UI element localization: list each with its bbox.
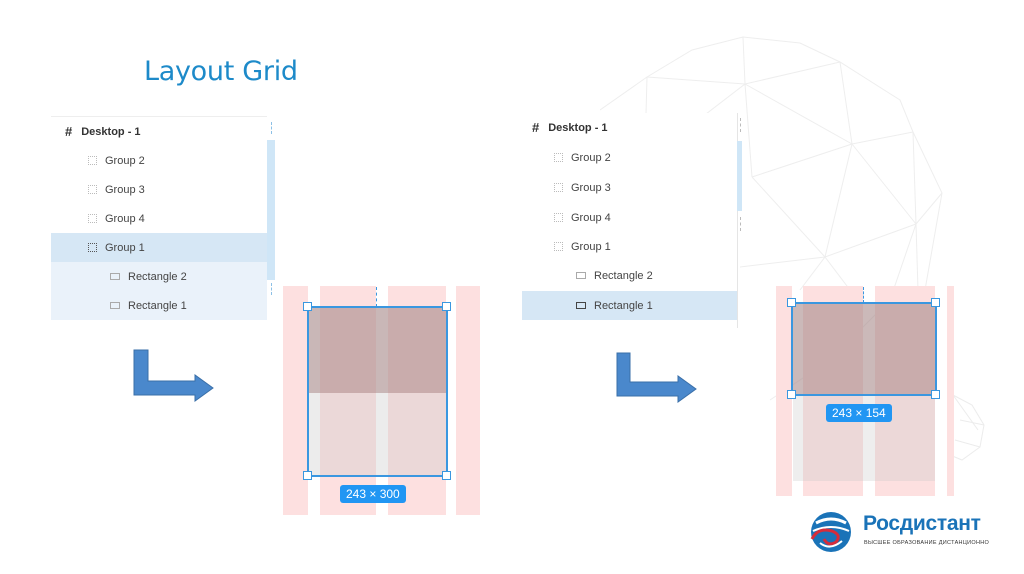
dimension-badge: 243 × 154 <box>826 404 892 422</box>
layer-row[interactable]: Group 3 <box>522 173 737 202</box>
group-icon <box>88 156 97 165</box>
selection-box[interactable] <box>791 302 937 396</box>
resize-handle[interactable] <box>442 302 451 311</box>
layer-row[interactable]: Group 4 <box>522 203 737 232</box>
group-icon <box>554 242 563 251</box>
layer-label: Group 3 <box>105 183 145 196</box>
rectangle-icon <box>576 302 586 309</box>
rectangle-1 <box>793 304 935 394</box>
layer-label: Group 2 <box>105 154 145 167</box>
panel-divider <box>737 113 738 328</box>
layer-row[interactable]: Group 2 <box>522 143 737 172</box>
group-icon <box>554 183 563 192</box>
rectangle-2 <box>309 308 446 393</box>
layer-row[interactable]: Rectangle 1 <box>51 291 267 320</box>
layout-grid-right <box>776 286 954 496</box>
frame-hash-icon: # <box>532 120 540 135</box>
grid-center-guide <box>863 287 864 303</box>
group-icon <box>554 153 563 162</box>
logo-globe-icon <box>810 512 851 552</box>
logo-name: Росдистант <box>863 512 981 535</box>
resize-handle[interactable] <box>787 298 796 307</box>
layer-row[interactable]: # Desktop - 1 <box>51 117 267 146</box>
resize-handle[interactable] <box>931 390 940 399</box>
grid-column <box>947 286 954 496</box>
layer-row[interactable]: Group 1 <box>522 232 737 261</box>
resize-handle[interactable] <box>303 471 312 480</box>
resize-handle[interactable] <box>787 390 796 399</box>
frame-hash-icon: # <box>65 124 73 139</box>
layer-row[interactable]: # Desktop - 1 <box>522 113 737 142</box>
group-icon <box>554 213 563 222</box>
layer-row[interactable]: Rectangle 2 <box>51 262 267 291</box>
scroll-marker <box>740 118 741 132</box>
grid-column <box>803 286 863 496</box>
layer-row[interactable]: Group 4 <box>51 204 267 233</box>
layer-label: Rectangle 1 <box>128 299 187 312</box>
layer-label: Group 1 <box>571 240 611 253</box>
layer-label: Desktop - 1 <box>81 125 141 138</box>
slide-title: Layout Grid <box>144 56 298 87</box>
resize-handle[interactable] <box>303 302 312 311</box>
layer-label: Group 4 <box>105 212 145 225</box>
layer-row-selected[interactable]: Group 1 <box>51 233 267 262</box>
scroll-marker <box>271 122 272 134</box>
layer-row[interactable]: Rectangle 2 <box>522 261 737 290</box>
grid-column <box>456 286 480 515</box>
rectangle-icon <box>110 302 120 309</box>
layer-label: Group 3 <box>571 181 611 194</box>
group-icon <box>88 243 97 252</box>
scrollbar-right[interactable] <box>737 141 742 211</box>
layer-label: Group 4 <box>571 211 611 224</box>
layer-row-selected[interactable]: Rectangle 1 <box>522 291 737 320</box>
arrow-icon <box>616 352 697 403</box>
layer-label: Desktop - 1 <box>548 121 608 134</box>
scrollbar-left[interactable] <box>267 140 275 280</box>
rectangle-icon <box>576 272 586 279</box>
grid-column <box>875 286 935 496</box>
selection-box[interactable] <box>307 306 448 477</box>
layer-row[interactable]: Group 2 <box>51 146 267 175</box>
group-frame <box>309 308 446 475</box>
layer-row[interactable]: Group 3 <box>51 175 267 204</box>
scroll-marker <box>271 283 272 295</box>
dimension-badge: 243 × 300 <box>340 485 406 503</box>
group-icon <box>88 214 97 223</box>
layers-panel-right: # Desktop - 1 Group 2 Group 3 Group 4 Gr… <box>522 113 737 321</box>
layer-label: Group 1 <box>105 241 145 254</box>
group-icon <box>88 185 97 194</box>
layer-label: Rectangle 1 <box>594 299 653 312</box>
resize-handle[interactable] <box>931 298 940 307</box>
layer-label: Group 2 <box>571 151 611 164</box>
rosdistant-logo: Росдистант ВЫСШЕЕ ОБРАЗОВАНИЕ ДИСТАНЦИОН… <box>808 507 998 557</box>
group-frame <box>793 304 935 481</box>
grid-column <box>776 286 792 496</box>
grid-column <box>283 286 308 515</box>
resize-handle[interactable] <box>442 471 451 480</box>
scroll-marker <box>740 217 741 231</box>
arrow-icon <box>133 349 214 402</box>
layers-panel-left: # Desktop - 1 Group 2 Group 3 Group 4 Gr… <box>51 116 267 320</box>
layer-label: Rectangle 2 <box>594 269 653 282</box>
grid-center-guide <box>376 287 377 307</box>
layer-label: Rectangle 2 <box>128 270 187 283</box>
logo-tagline: ВЫСШЕЕ ОБРАЗОВАНИЕ ДИСТАНЦИОННО <box>864 540 990 546</box>
rectangle-icon <box>110 273 120 280</box>
